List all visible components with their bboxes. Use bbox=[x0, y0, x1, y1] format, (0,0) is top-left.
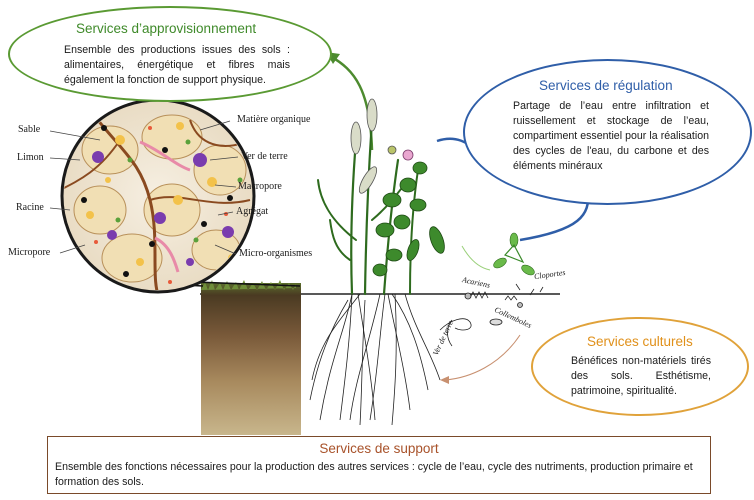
label-micropore: Micropore bbox=[8, 247, 51, 258]
regulation-services-title: Services de régulation bbox=[539, 78, 673, 93]
cultural-services-title: Services culturels bbox=[587, 334, 693, 349]
provisioning-services-ellipse: Services d’approvisionnement Ensemble de… bbox=[8, 6, 332, 102]
wheat-ears bbox=[350, 98, 378, 194]
label-limon: Limon bbox=[17, 152, 44, 163]
support-services-title: Services de support bbox=[319, 441, 439, 456]
support-services-box: Services de support Ensemble des fonctio… bbox=[47, 436, 711, 494]
grass-top bbox=[201, 280, 296, 290]
label-racine: Racine bbox=[16, 202, 44, 213]
roots bbox=[309, 293, 441, 426]
cultural-services-text: Bénéfices non-matériels tirés des sols. … bbox=[571, 355, 711, 397]
provisioning-services-text: Ensemble des productions issues des sols… bbox=[64, 44, 290, 86]
arrow-cultural-link bbox=[444, 334, 521, 381]
label-micro-organismes: Micro-organismes bbox=[239, 248, 313, 259]
label-leaders bbox=[49, 120, 239, 255]
cultural-services-ellipse: Services culturels Bénéfices non-matérie… bbox=[531, 317, 749, 416]
label-macropore: Macropore bbox=[238, 181, 282, 192]
label-sable: Sable bbox=[18, 124, 41, 135]
label-matiere-organique: Matière organique bbox=[237, 114, 311, 125]
green-arc bbox=[461, 245, 491, 271]
soil-fauna bbox=[439, 283, 544, 347]
pea-leaves bbox=[372, 161, 445, 277]
soil-profile-photo bbox=[201, 283, 301, 435]
nutrient-cycle-icon bbox=[493, 232, 535, 276]
regulation-services-text: Partage de l’eau entre infiltration et r… bbox=[513, 100, 709, 172]
label-agregat: Agrégat bbox=[236, 206, 269, 217]
label-ver-de-terre: Ver de terre bbox=[241, 151, 288, 162]
pea-flowers bbox=[387, 145, 414, 161]
arrow-head-cultural bbox=[440, 376, 449, 384]
plants bbox=[317, 118, 419, 296]
provisioning-services-title: Services d’approvisionnement bbox=[76, 21, 257, 36]
soil-microstructure-zoom bbox=[60, 98, 256, 294]
support-services-text: Ensemble des fonctions nécessaires pour … bbox=[55, 461, 693, 488]
regulation-services-ellipse: Services de régulation Partage de l’eau … bbox=[463, 59, 752, 205]
